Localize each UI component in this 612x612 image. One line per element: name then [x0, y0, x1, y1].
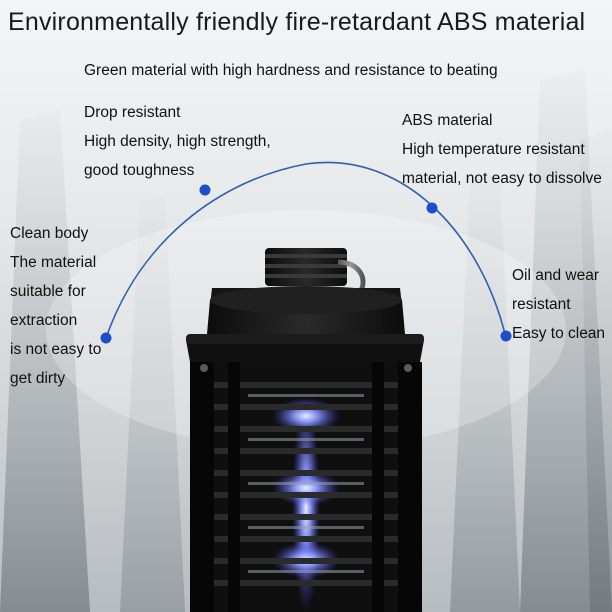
callout-line: good toughness	[84, 162, 195, 179]
callout-clean-body: Clean body The material suitable for ext…	[10, 219, 101, 393]
callout-dot	[426, 202, 438, 214]
callout-line: Easy to clean	[512, 325, 606, 342]
callout-line: get dirty	[10, 370, 66, 387]
callout-line: resistant	[512, 296, 571, 313]
subtitle: Green material with high hardness and re…	[84, 62, 498, 79]
callout-line: suitable for	[10, 283, 86, 300]
callout-line: extraction	[10, 312, 78, 329]
callout-line: material, not easy to dissolve	[402, 170, 602, 187]
callout-line: ABS material	[402, 112, 493, 129]
callout-line: Oil and wear	[512, 267, 600, 284]
callout-oil-wear: Oil and wear resistant Easy to clean	[512, 261, 605, 348]
callout-dot	[100, 332, 112, 344]
callout-line: Clean body	[10, 225, 89, 242]
callout-dot	[199, 184, 211, 196]
callout-line: The material	[10, 254, 97, 271]
callout-dot	[500, 330, 512, 342]
callout-abs-material: ABS material High temperature resistant …	[402, 106, 602, 193]
callout-arc	[105, 161, 507, 339]
page-title: Environmentally friendly fire-retardant …	[8, 8, 586, 36]
callout-line: High density, high strength,	[84, 133, 271, 150]
callout-line: High temperature resistant	[402, 141, 585, 158]
callout-line: is not easy to	[10, 341, 102, 358]
callout-drop-resistant: Drop resistant High density, high streng…	[84, 98, 271, 185]
callout-line: Drop resistant	[84, 104, 181, 121]
